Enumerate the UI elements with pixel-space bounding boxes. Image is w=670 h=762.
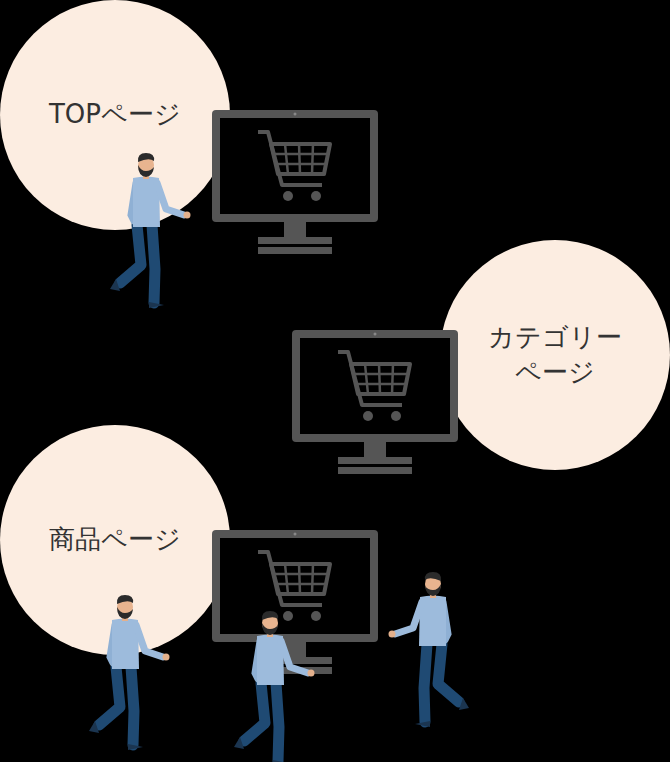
circle-outline [440,240,670,470]
page-circle: TOPページ [0,0,230,230]
page-label: TOPページ [49,97,181,132]
page-label: カテゴリー ページ [475,320,635,390]
page-label: 商品ページ [49,522,181,557]
page-circle: カテゴリー ページ [440,240,670,470]
